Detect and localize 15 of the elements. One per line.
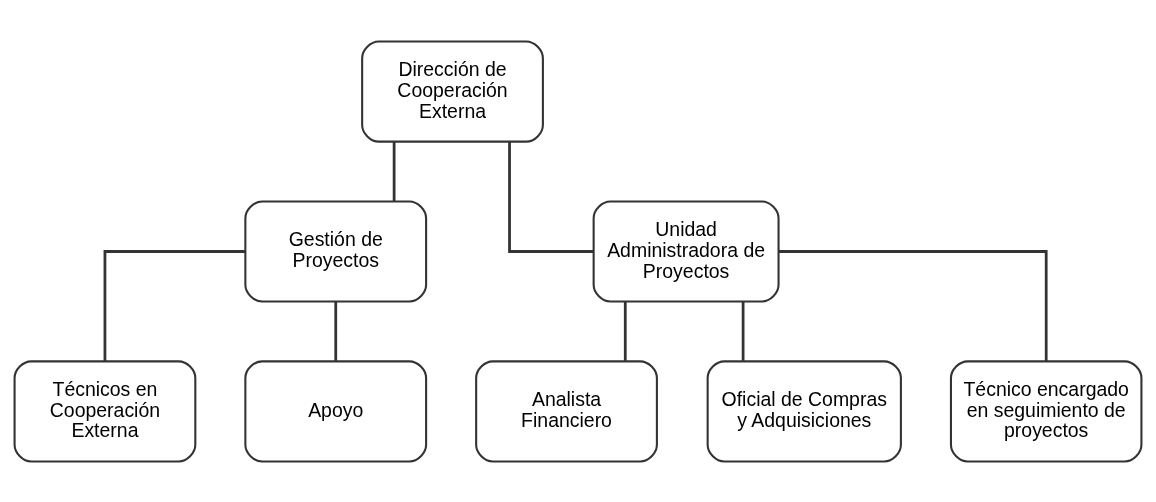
connector (508, 141, 594, 253)
node-box: Dirección de Cooperación Externa (361, 40, 544, 143)
node-box: Técnicos en Cooperación Externa (13, 359, 197, 462)
node-box: Oficial de Compras y Adquisiciones (706, 359, 902, 462)
connector (623, 301, 627, 361)
connector (103, 249, 246, 361)
connector (741, 301, 745, 361)
connector (392, 141, 396, 201)
node-box: Analista Financiero (475, 359, 658, 462)
node-box: Apoyo (244, 359, 428, 462)
node-box: Unidad Administradora de Proyectos (592, 199, 780, 303)
connector (334, 301, 338, 361)
node-box: Técnico encargado en seguimiento de proyectos (949, 359, 1143, 462)
connector (778, 249, 1048, 361)
node-box: Gestión de Proyectos (244, 199, 428, 303)
